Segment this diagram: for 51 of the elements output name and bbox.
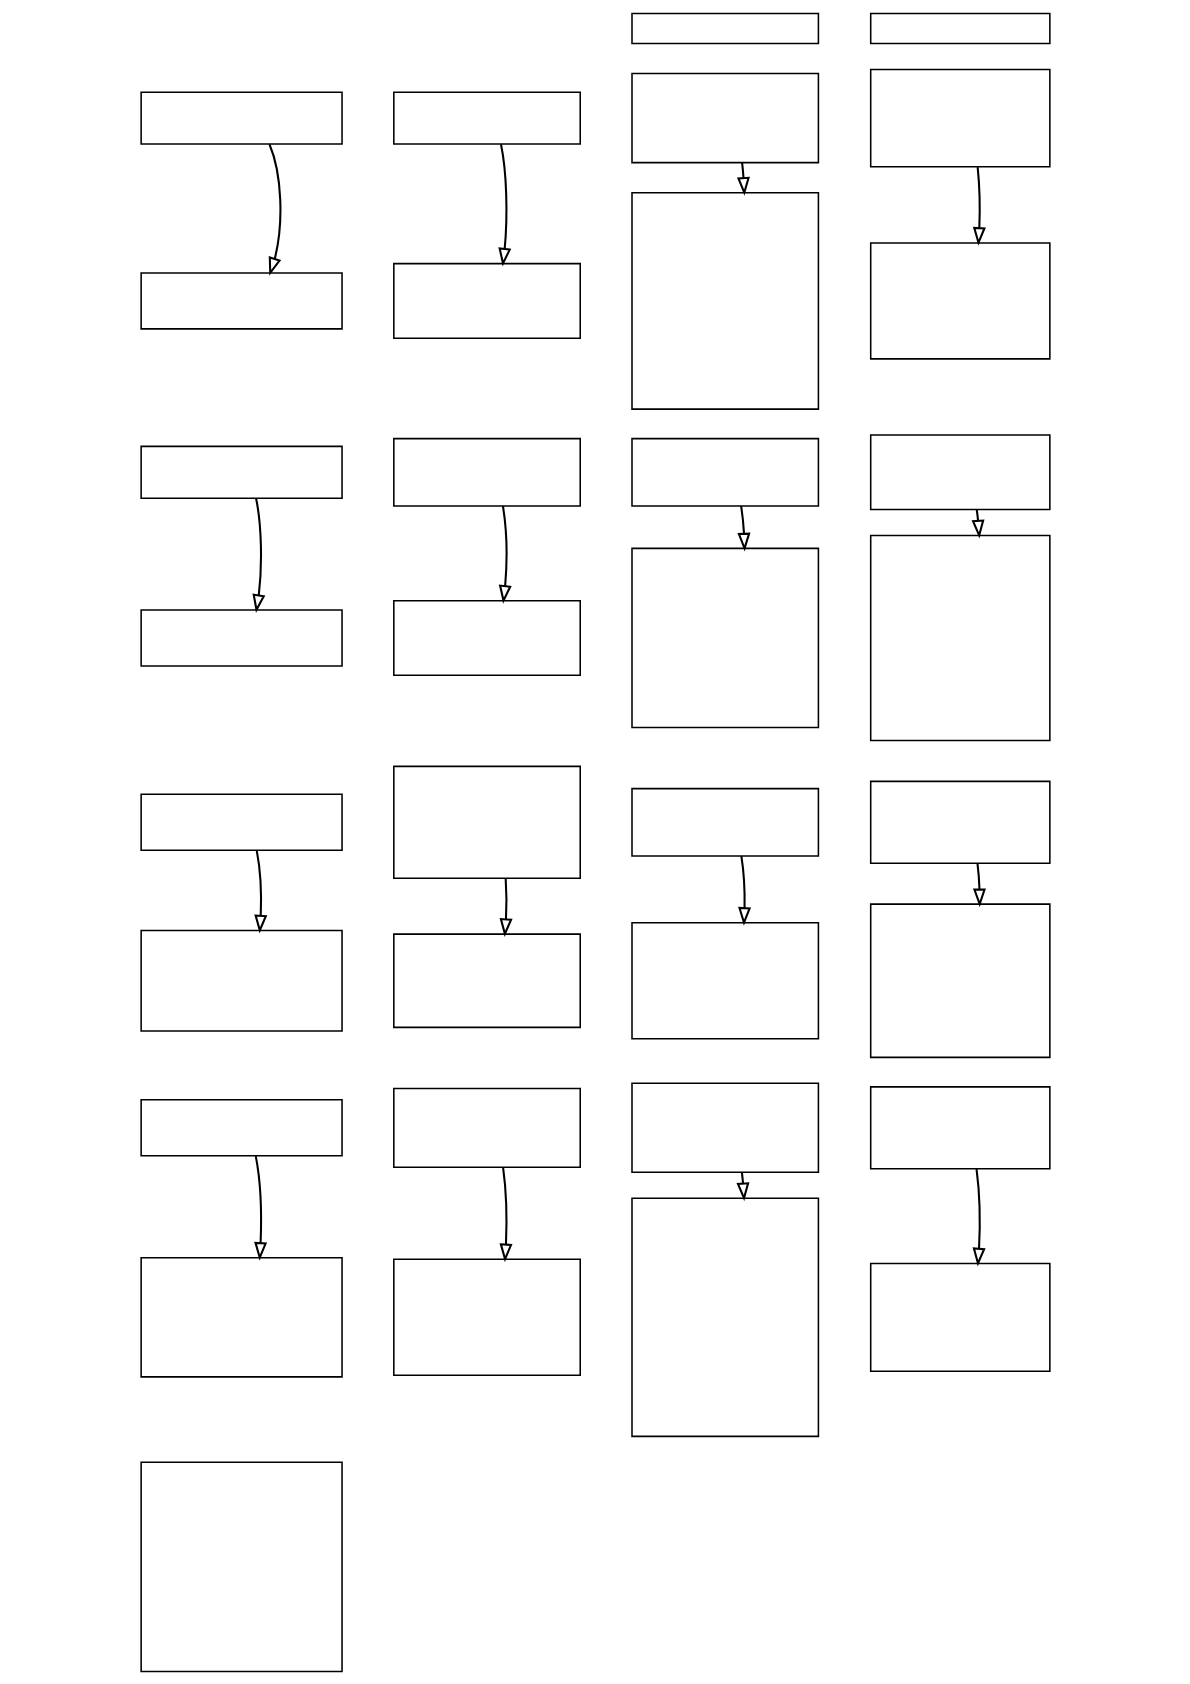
- node-box: [392, 1087, 581, 1168]
- node-box: [630, 72, 819, 163]
- node-box: [630, 547, 819, 728]
- arrow: [253, 1155, 267, 1261]
- node-box: [869, 902, 1051, 1058]
- node-box: [139, 1098, 343, 1157]
- arrow: [736, 505, 750, 551]
- node-box: [392, 90, 581, 145]
- node-box: [392, 1258, 581, 1376]
- arrow: [499, 877, 513, 937]
- node-box: [869, 1085, 1051, 1169]
- node-box: [630, 191, 819, 410]
- arrow: [971, 509, 985, 538]
- node-box: [139, 1256, 343, 1378]
- node-box: [869, 68, 1051, 168]
- node-box: [869, 780, 1051, 864]
- node-box: [392, 437, 581, 507]
- arrow: [499, 1166, 513, 1262]
- arrow: [735, 1172, 749, 1201]
- node-box: [630, 437, 819, 507]
- arrow: [736, 162, 750, 196]
- node-box: [869, 433, 1051, 510]
- node-box: [139, 445, 343, 499]
- node-box: [630, 787, 819, 857]
- node-box: [630, 12, 819, 44]
- node-box: [139, 271, 343, 330]
- arrow: [268, 143, 281, 276]
- node-box: [869, 534, 1051, 741]
- node-box: [392, 932, 581, 1028]
- node-box: [392, 599, 581, 676]
- node-box: [139, 1461, 343, 1672]
- arrow: [497, 143, 511, 266]
- node-box: [139, 608, 343, 667]
- node-box: [392, 765, 581, 879]
- node-box: [139, 90, 343, 145]
- arrow: [972, 863, 986, 907]
- arrow: [251, 497, 265, 613]
- node-box: [392, 262, 581, 339]
- node-box: [869, 12, 1051, 44]
- node-box: [869, 1262, 1051, 1372]
- arrow: [972, 166, 986, 246]
- node-box: [630, 1196, 819, 1437]
- node-box: [139, 929, 343, 1032]
- arrow: [972, 1168, 986, 1266]
- node-box: [869, 241, 1051, 360]
- node-box: [630, 1082, 819, 1173]
- node-box: [139, 793, 343, 851]
- arrow: [253, 849, 267, 933]
- arrow: [498, 505, 512, 604]
- arrow: [737, 855, 751, 926]
- node-box: [630, 921, 819, 1039]
